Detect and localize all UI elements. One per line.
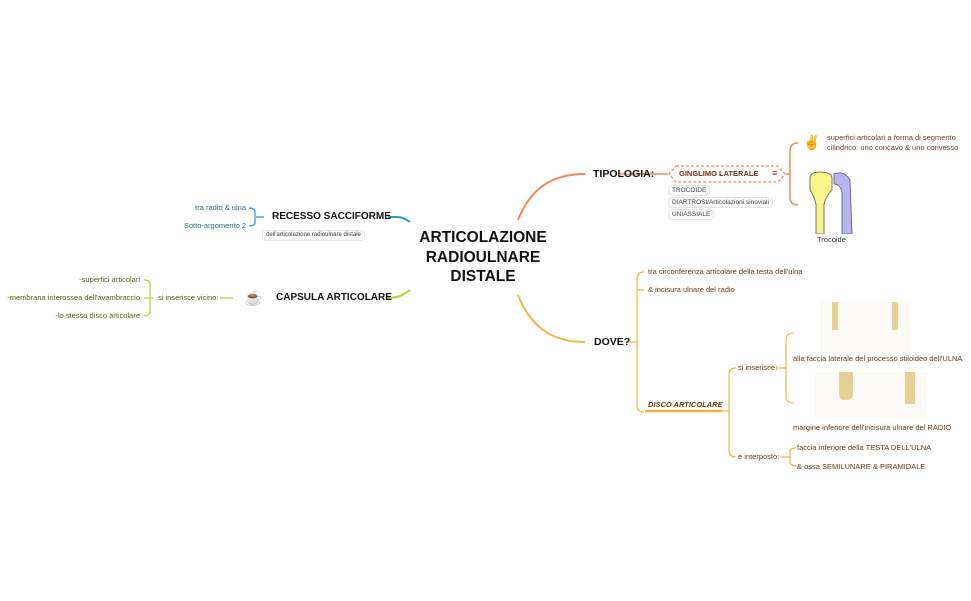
coffee-cup-icon: ☕	[244, 290, 263, 307]
notes-icon[interactable]: ≡	[772, 168, 778, 178]
topic-item[interactable]: alla faccia laterale del processo stiloi…	[793, 354, 963, 363]
label-tag: dell'articolazione radioulnare distale	[262, 230, 365, 241]
topic-item[interactable]: tra circonferenza articolare della testa…	[648, 267, 803, 276]
hand-icon: ✌	[803, 134, 821, 150]
topic-disco-articolare[interactable]: DISCO ARTICOLARE	[648, 400, 723, 409]
ginglimo-hexagon-frame[interactable]	[668, 165, 786, 183]
topic-dove[interactable]: DOVE?	[594, 336, 631, 348]
topic-item[interactable]: tra radio & ulna	[195, 203, 246, 212]
topic-interposto[interactable]: è interposto:	[738, 452, 780, 461]
topic-si-inserisce[interactable]: si inserisce:	[738, 363, 778, 372]
trocoide-image	[809, 171, 853, 234]
topic-superfici[interactable]: superfici articolari a forma di segmento…	[827, 133, 958, 153]
topic-item[interactable]: -superfici articolari	[79, 275, 140, 284]
topic-item[interactable]: margine inferiore dell'incisura ulnare d…	[793, 423, 952, 432]
topic-item[interactable]: & ossa SEMILUNARE & PIRAMIDALE	[797, 462, 926, 471]
topic-item[interactable]: faccia inferiore della TESTA DELL'ULNA	[797, 443, 932, 452]
central-line: DISTALE	[450, 268, 516, 285]
image-caption: Trocoide	[817, 235, 846, 244]
radio-anatomy-image	[815, 372, 927, 418]
label-tag: DIARTROSI/Articolazioni sinoviali	[668, 197, 774, 208]
topic-ginglimo-laterale[interactable]: GINGLIMO LATERALE	[679, 169, 759, 178]
text-line: cilindrico: uno concavo & uno convesso	[827, 143, 959, 152]
topic-item[interactable]: -lo stesso disco articolare	[55, 311, 140, 320]
topic-tipologia[interactable]: TIPOLOGIA:	[593, 168, 655, 180]
topic-si-inserisce-vicino[interactable]: si inserisce vicino:	[158, 293, 219, 302]
label-tag: TROCOIDE	[668, 185, 711, 196]
central-line: ARTICOLAZIONE	[419, 229, 547, 246]
topic-capsula-articolare[interactable]: CAPSULA ARTICOLARE	[276, 292, 392, 303]
topic-item[interactable]: -membrana interossea dell'avambraccio	[7, 293, 140, 302]
topic-item[interactable]: & incisura ulnare del radio	[648, 285, 735, 294]
text-line: superfici articolari a forma di segmento	[827, 133, 956, 142]
topic-item[interactable]: Sotto-argomento 2	[183, 221, 246, 230]
label-tag: UNIASSIALE	[668, 209, 715, 220]
ulna-anatomy-image	[820, 302, 910, 353]
central-topic[interactable]: ARTICOLAZIONE RADIOULNARE DISTALE	[405, 228, 561, 287]
central-line: RADIOULNARE	[425, 248, 541, 266]
topic-recesso-sacciforme[interactable]: RECESSO SACCIFORME	[272, 211, 391, 222]
